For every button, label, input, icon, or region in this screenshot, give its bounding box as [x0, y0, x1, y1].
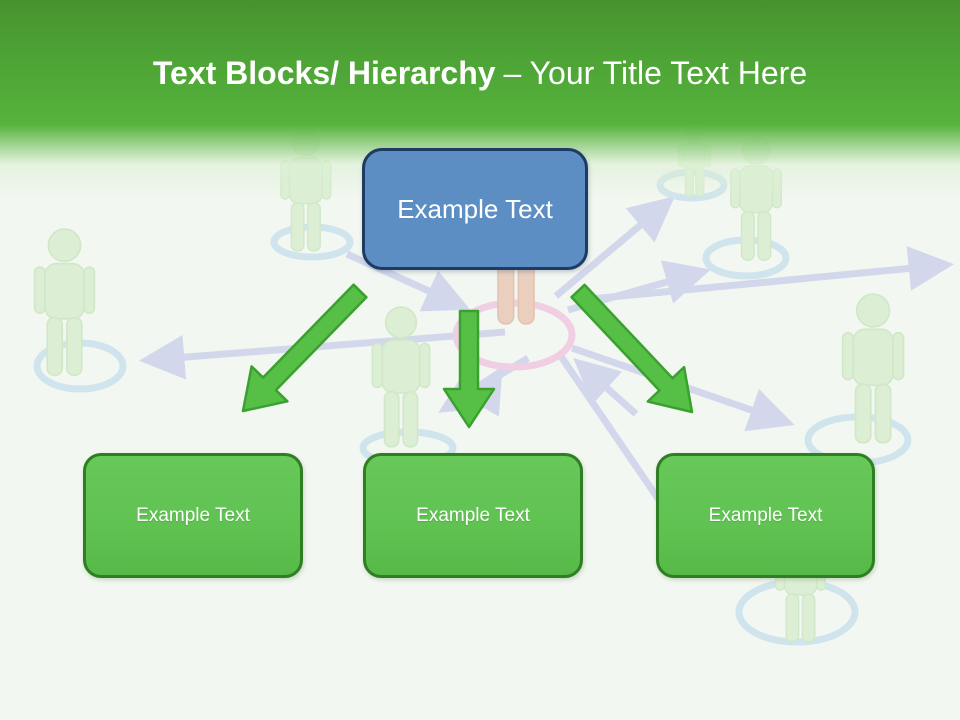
child-text-block-1-label: Example Text — [136, 504, 250, 526]
network-arrow — [553, 196, 675, 299]
child-text-block-2[interactable]: Example Text — [363, 453, 583, 578]
person-figure — [371, 306, 431, 448]
root-text-block[interactable]: Example Text — [362, 148, 588, 270]
title-placeholder: – Your Title Text Here — [503, 55, 808, 91]
network-arrow — [138, 328, 506, 380]
network-arrow — [579, 246, 955, 304]
child-text-block-1[interactable]: Example Text — [83, 453, 303, 578]
child-text-block-2-label: Example Text — [416, 504, 530, 526]
slide-title: Text Blocks/ Hierarchy– Your Title Text … — [0, 52, 960, 94]
title-topic: Text Blocks/ Hierarchy — [152, 55, 496, 91]
network-arrow — [573, 357, 639, 417]
child-text-block-3-label: Example Text — [708, 504, 823, 526]
root-text-block-label: Example Text — [397, 193, 553, 224]
child-text-block-3[interactable]: Example Text — [656, 453, 875, 578]
person-figure — [678, 126, 712, 197]
